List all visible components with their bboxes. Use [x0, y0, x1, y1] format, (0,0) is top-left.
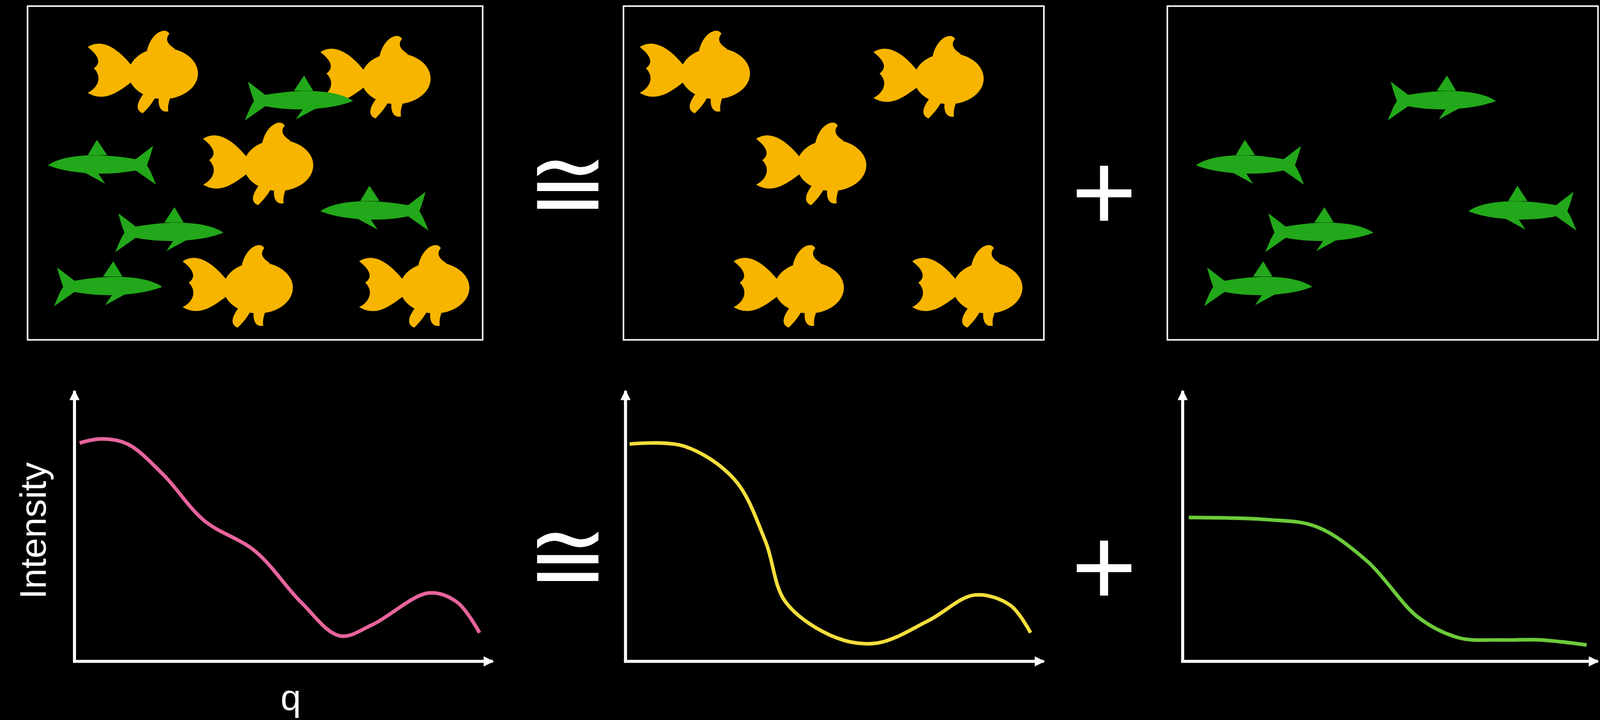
goldfish-icon [320, 35, 431, 119]
x-axis [624, 659, 1045, 663]
goldfish-icon [182, 245, 294, 328]
y-axis [624, 390, 628, 662]
shark-icon [47, 140, 157, 185]
shark-icon [1265, 207, 1374, 252]
scattering-curve [1188, 517, 1587, 645]
scattering-curve [629, 442, 1031, 644]
goldfish-icon [639, 30, 751, 113]
goldfish-icon [733, 245, 845, 328]
shark-icon [1196, 140, 1305, 185]
x-axis [72, 659, 493, 663]
panel-frame [27, 6, 483, 340]
shark-icon [54, 261, 163, 307]
plus-symbol: + [1071, 510, 1137, 623]
goldfish-icon [359, 245, 470, 328]
x-axis [1181, 659, 1598, 663]
y-axis [72, 390, 76, 662]
shark-icon [1387, 75, 1496, 121]
shark-icon [245, 75, 354, 121]
panel-frame [623, 6, 1045, 340]
axis-label: Intensity [15, 462, 53, 600]
shark-icon [1468, 185, 1577, 231]
shark-icon [1203, 261, 1313, 307]
scattering-curve [79, 438, 480, 637]
goldfish-icon [912, 245, 1023, 328]
goldfish-icon [873, 35, 984, 119]
plus-symbol: + [1071, 135, 1137, 249]
goldfish-icon [756, 122, 867, 206]
goldfish-icon [87, 30, 199, 113]
y-axis [1181, 390, 1185, 662]
axis-label: q [280, 679, 301, 717]
panel-frame [1167, 6, 1598, 340]
shark-icon [320, 185, 429, 231]
approx-symbol: ≅ [526, 506, 609, 605]
shark-icon [115, 207, 224, 252]
goldfish-icon [202, 122, 314, 206]
approx-symbol: ≅ [526, 134, 609, 233]
